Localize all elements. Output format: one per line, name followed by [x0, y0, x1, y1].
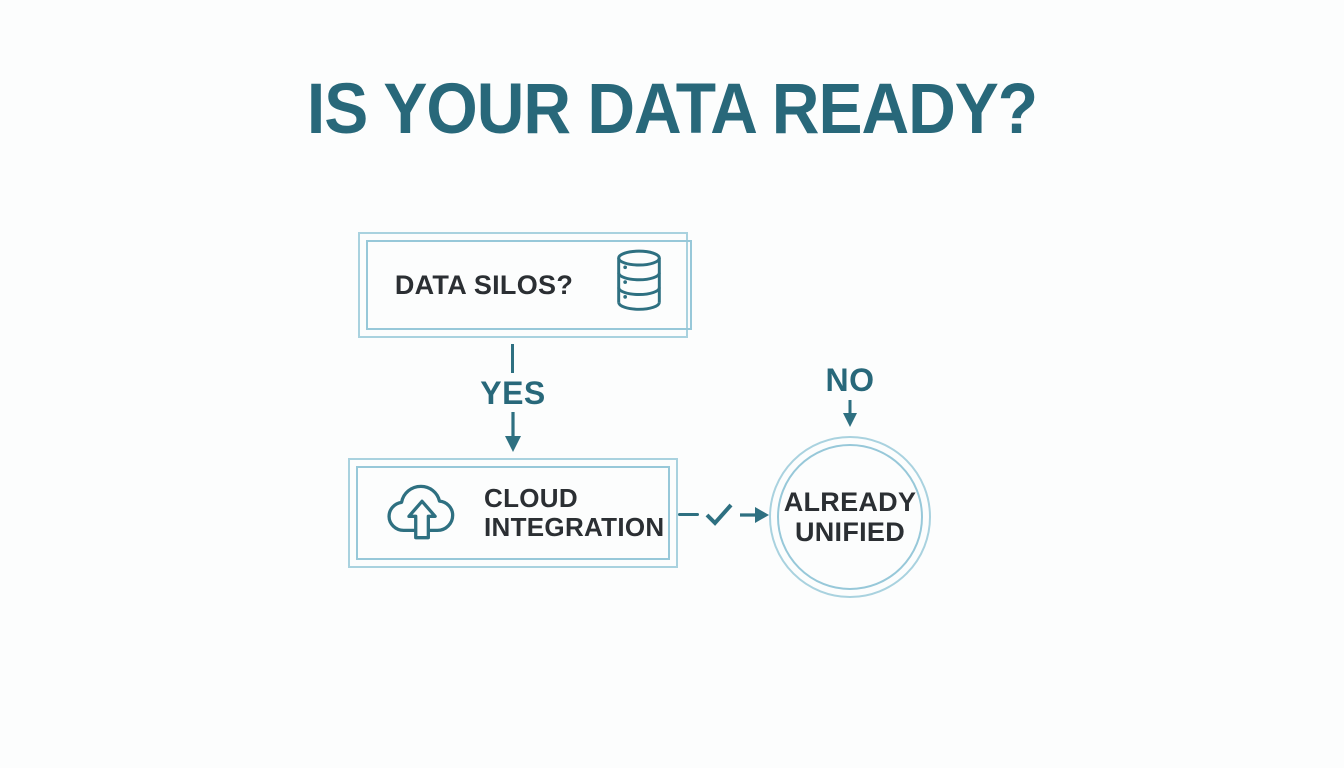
- yes-arrow-down-icon: [503, 412, 523, 459]
- cloud-integration-label-line2: INTEGRATION: [484, 512, 665, 542]
- cloud-upload-icon: [384, 479, 462, 548]
- yes-connector-line: [511, 344, 514, 373]
- flow-node-data-silos: DATA SILOS?: [358, 232, 692, 338]
- already-unified-label: ALREADY UNIFIED: [784, 487, 917, 547]
- database-icon: [615, 247, 663, 324]
- yes-edge-label: YES: [480, 375, 546, 411]
- cloud-integration-label-line1: CLOUD: [484, 482, 578, 513]
- already-unified-label-line1: ALREADY: [783, 486, 917, 517]
- already-unified-inner-border: ALREADY UNIFIED: [777, 444, 923, 590]
- cloud-integration-label: CLOUD INTEGRATION: [484, 482, 665, 542]
- flow-node-cloud-integration: CLOUD INTEGRATION: [348, 458, 678, 568]
- page-title: IS YOUR DATA READY?: [306, 68, 1038, 148]
- cloud-integration-inner-border: CLOUD INTEGRATION: [356, 466, 670, 560]
- data-silos-label: DATA SILOS?: [394, 269, 574, 300]
- arrow-right-icon: [740, 504, 770, 531]
- checkmark-icon: [704, 501, 734, 532]
- data-silos-inner-border: DATA SILOS?: [366, 240, 692, 330]
- flow-node-already-unified: ALREADY UNIFIED: [769, 436, 931, 598]
- check-connector-dash: [678, 513, 699, 516]
- no-edge-label: NO: [825, 362, 875, 398]
- already-unified-label-line2: UNIFIED: [794, 517, 906, 547]
- no-arrow-down-icon: [840, 400, 860, 435]
